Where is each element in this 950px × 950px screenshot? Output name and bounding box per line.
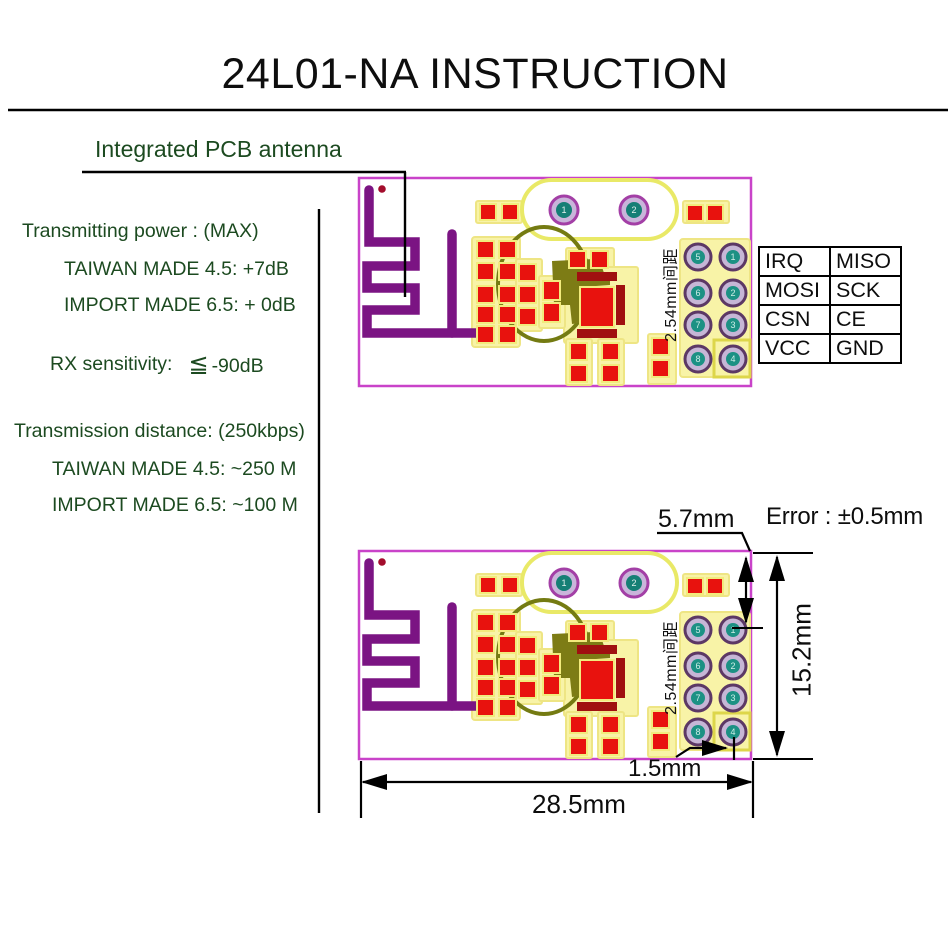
pad-number: 2 [631,578,636,588]
pad-numbers: 5 6 7 8 1 2 3 4 1 2 5 6 7 8 1 2 3 4 1 2 [561,205,735,737]
dim-15-2mm-label: 15.2mm [786,603,817,697]
rx-label: RX sensitivity: [50,353,173,375]
pad-number: 6 [695,661,700,671]
pad-number: 6 [695,288,700,298]
spec-distance-taiwan: TAIWAN MADE 4.5: ~250 M [52,458,297,480]
dim-28-5mm-label: 28.5mm [532,789,626,819]
pin-cell: GND [829,333,902,364]
pin-cell: SCK [829,275,902,306]
pad-number: 8 [695,354,700,364]
pad-number: 1 [561,205,566,215]
pad-number: 2 [730,661,735,671]
antenna-callout-label: Integrated PCB antenna [95,136,342,162]
pad-number: 7 [695,693,700,703]
pin-cell: VCC [758,333,831,364]
pcb-module-top [359,178,751,386]
pin-cell: IRQ [758,246,831,277]
less-equal-symbol: ≦ [188,351,209,378]
pin-cell: CE [829,304,902,335]
dim-5-7mm-label: 5.7mm [658,505,735,533]
pad-number: 3 [730,320,735,330]
pin-cell: CSN [758,304,831,335]
pad-number: 5 [695,625,700,635]
pad-number: 1 [730,252,735,262]
pad-number: 5 [695,252,700,262]
dim-5-7-leader [657,531,752,552]
pad-number: 7 [695,320,700,330]
pad-number: 2 [631,205,636,215]
spec-rx-sensitivity: RX sensitivity: ≦-90dB [50,350,264,379]
pad-number: 4 [730,354,735,364]
rx-value: -90dB [211,355,264,377]
spec-distance-heading: Transmission distance: (250kbps) [14,420,305,442]
pin-cell: MOSI [758,275,831,306]
spec-tx-taiwan: TAIWAN MADE 4.5: +7dB [64,258,289,280]
page-title: 24L01-NA INSTRUCTION [221,50,729,98]
pad-number: 1 [730,625,735,635]
pitch-label-bottom: 2.54mm间距 [663,621,680,715]
pad-number: 2 [730,288,735,298]
pitch-label-top: 2.54mm间距 [663,248,680,342]
pin-cell: MISO [829,246,902,277]
spec-tx-power-heading: Transmitting power : (MAX) [22,220,259,242]
dim-1-5mm-label: 1.5mm [628,755,702,782]
dim-error-label: Error : ±0.5mm [766,503,924,530]
spec-tx-import: IMPORT MADE 6.5: + 0dB [64,294,296,316]
pad-number: 3 [730,693,735,703]
pcb-module-bottom [359,551,751,759]
spec-distance-import: IMPORT MADE 6.5: ~100 M [52,494,298,516]
pad-number: 1 [561,578,566,588]
pad-number: 4 [730,727,735,737]
dim-1-5-leader [675,740,728,758]
pad-number: 8 [695,727,700,737]
